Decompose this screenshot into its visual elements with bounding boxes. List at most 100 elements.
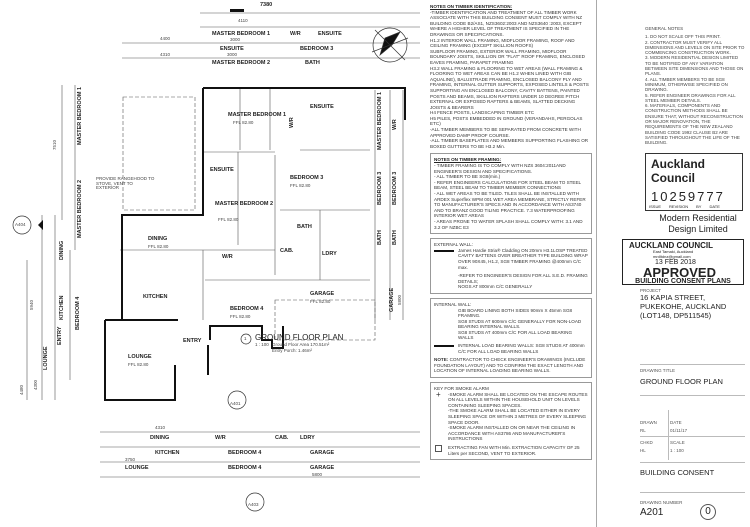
date-label: DATE	[670, 420, 682, 425]
dim-label: MASTER BEDROOM 2	[77, 179, 83, 238]
note-line: SG8 STUDS AT 600mm C/C GENERALLY FOR NON…	[458, 318, 582, 330]
company-name: Modern Residential Design Limited	[659, 213, 737, 234]
dim-label: BEDROOM 3	[392, 171, 398, 205]
project-line: PUKEKOHE, AUCKLAND	[640, 302, 727, 311]
dim-label: BEDROOM 4	[75, 296, 81, 330]
note-line: NOGS AT 800mm C/C GENERALLY	[458, 284, 533, 290]
external-wall-box: EXTERNAL WALL: James Hardie Stria® Cladd…	[430, 238, 592, 294]
dim: 4480	[19, 384, 24, 395]
drawing-number: A201	[640, 507, 664, 518]
note-line: SUBFLOOR FRAMING, EXTERIOR WALL FRAMING,…	[430, 48, 585, 65]
dim-label: W/R	[215, 435, 226, 441]
dim-label: MASTER BEDROOM 2	[212, 60, 271, 66]
note-line: CONTRACTOR TO CHECK ENGINEER'S DRAWINGS …	[434, 357, 586, 374]
room-level: FFL 82.80	[290, 183, 311, 188]
scale-label: SCALE	[670, 440, 685, 445]
approved-stamp: AUCKLAND COUNCIL East Tamaki, Auckland m…	[622, 239, 744, 285]
room-level: FFL 82.80	[148, 244, 169, 249]
note-line: -TIMBER IDENTIFICATION AND TREATMENT OF …	[430, 9, 583, 37]
dim-label: BEDROOM 4	[228, 465, 262, 471]
room-kitchen: KITCHEN	[143, 294, 168, 300]
wall-legend-icon	[434, 249, 454, 252]
dim: 4310	[160, 52, 171, 57]
construction-notes: NOTES ON TIMBER IDENTIFICATION: -TIMBER …	[430, 4, 592, 461]
note-line: James Hardie Stria® Cladding ON 20mm H3.…	[458, 247, 588, 270]
drawn-value: RL	[640, 428, 646, 433]
floor-plan-linework	[12, 9, 420, 512]
note-line: H1.2 INTERIOR WALL FRAMING, MIDFLOOR FRA…	[430, 37, 575, 49]
note-line: -REFER TO ENGINEER'S DESIGN FOR ALL S.E.…	[458, 273, 588, 284]
project-line: (LOT148, DP511545)	[640, 311, 712, 320]
project-line: 16 KAPIA STREET,	[640, 293, 706, 302]
room-level: FFL 82.80	[230, 314, 251, 319]
note-line: - REFER ENGINEERS CALCULATIONS FOR STEEL…	[434, 179, 581, 191]
note-line: EXTERNAL OR EXPOSED RAFTERS & BEAMS, SLA…	[430, 99, 576, 110]
smoke-alarm-box: KEY FOR SMOKE ALARM +-SMOKE ALARM SHALL …	[430, 382, 592, 461]
section-marker-a404[interactable]: A404	[15, 222, 26, 227]
smoke-title: KEY FOR SMOKE ALARM	[434, 386, 489, 392]
dim-label: GARAGE	[389, 287, 395, 312]
note-line: - ALL TIMBER TO BE SG8(min.)	[434, 174, 501, 180]
general-notes: GENERAL NOTES 1. DO NOT SCALE OFF THIS P…	[645, 26, 745, 146]
dim-label: ENTRY	[57, 326, 63, 345]
note-line: -ALL TIMBER BASEPLATES AND MEMBERS SUPPO…	[430, 138, 589, 149]
divider	[596, 0, 597, 527]
plan-area: Ground Floor Area 170.51m²	[272, 342, 330, 347]
plan-porch: Entry Porch: 1.46m²	[272, 348, 313, 353]
section-marker-a403[interactable]: A403	[248, 502, 259, 507]
stamp-email: mrdltdnz@gmail.com	[653, 253, 691, 259]
dim-label: BEDROOM 3	[377, 171, 383, 205]
note-line: - TIMBER FRAMING IS TO COMPLY WITH NZS 3…	[434, 163, 566, 174]
note-line: SG8 STUDS AT 400mm C/C FOR ALL LOAD BEAR…	[458, 329, 573, 341]
stamp-date: 13 FEB 2018	[655, 259, 696, 266]
internal-wall-box: INTERNAL WALL: GIB BOARD LINING BOTH SID…	[430, 297, 592, 379]
drawing-title-label: DRAWING TITLE	[640, 368, 676, 373]
external-title: EXTERNAL WALL:	[434, 242, 473, 248]
room-garage: GARAGE	[310, 291, 335, 297]
dim-label: BEDROOM 3	[300, 46, 334, 52]
scale-value: 1 : 100	[670, 448, 684, 453]
divider	[668, 410, 669, 460]
dim-label: W/R	[392, 119, 398, 130]
note-line: -THE SMOKE ALARM SHALL BE LOCATED EITHER…	[448, 408, 587, 425]
dim-label: BATH	[377, 230, 383, 245]
checked-label: CHKD	[640, 440, 653, 445]
dim-label: MASTER BEDROOM 1	[377, 91, 383, 150]
dim: 7510	[52, 139, 57, 150]
stamp-office: East Tamaki, Auckland	[653, 249, 694, 254]
note-line: -SMOKE ALARM INSTALLED ON OR NEAR THE CE…	[448, 425, 576, 442]
room-level: FFL 82.80	[218, 217, 239, 222]
dim: 4300	[33, 379, 38, 390]
external-wall-spec: James Hardie Stria® Cladding ON 20mm H3.…	[434, 248, 588, 270]
stamp-col: BY	[696, 204, 702, 209]
wall-legend-icon	[434, 345, 454, 347]
dim: 4310	[155, 425, 166, 430]
room-lounge: LOUNGE	[128, 354, 152, 360]
dim-label: GARAGE	[310, 450, 335, 456]
dim-label: BEDROOM 4	[228, 450, 262, 456]
section-marker-a401[interactable]: A401	[230, 401, 241, 406]
note-line: H5 PILES, POSTS EMBEDDED IN GROUND (VERA…	[430, 115, 583, 127]
general-note: 1. DO NOT SCALE OFF THIS PRINT.	[645, 34, 721, 40]
plan-number: 1	[244, 336, 247, 341]
room-dining: DINING	[148, 236, 168, 242]
divider	[640, 364, 745, 365]
dim-label: LOUNGE	[125, 465, 149, 471]
dim-label: KITCHEN	[59, 295, 65, 320]
smoke-alarm-icon: +	[436, 389, 441, 399]
dim-label: ENSUITE	[220, 46, 244, 52]
room-level: FFL 82.80	[233, 120, 254, 125]
room-ensuite: ENSUITE	[310, 104, 334, 110]
date-value: 01/11/17	[670, 428, 688, 433]
dim: 3750	[125, 457, 136, 462]
dim-label: ENSUITE	[318, 31, 342, 37]
stamp-council: Auckland Council	[651, 157, 706, 185]
room-wr: W/R	[289, 117, 295, 128]
rangehood-note: PROVIDE RANGEHOOD TO STOVE, VENT TO EXTE…	[96, 176, 155, 190]
note-line: -ALL TIMBER MEMBERS TO BE SEPARATED FROM…	[430, 127, 581, 138]
dim-label: CAB.	[275, 435, 289, 441]
room-laundry: LDRY	[322, 251, 337, 257]
dim-label: LOUNGE	[43, 346, 49, 370]
internal-title: INTERNAL WALL:	[434, 301, 472, 307]
